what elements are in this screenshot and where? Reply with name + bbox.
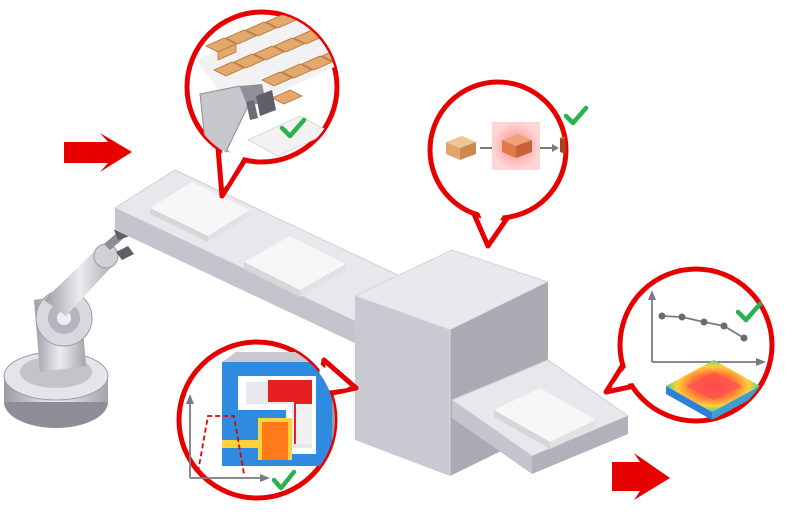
workpiece-plate: [244, 236, 346, 297]
temperature-heatmap-plate: [666, 360, 760, 420]
callout-gripper-inspection: [184, 9, 340, 199]
input-flow-arrow: [64, 133, 132, 172]
workpiece-plate: [494, 388, 596, 449]
callout-mold-cross-section: [176, 339, 359, 501]
green-check-icon: [563, 105, 589, 126]
raw-part: [446, 136, 476, 160]
green-check-icon: [271, 469, 297, 491]
callout-measurement-graph: [603, 266, 775, 424]
red-arrow-icon: [612, 453, 670, 500]
heated-part: [502, 134, 532, 158]
quality-trend-graph: [648, 290, 766, 366]
robot-arm: [3, 226, 134, 428]
robot-arm-icon: [3, 226, 134, 428]
output-conveyor: [450, 359, 630, 474]
output-flow-arrow: [612, 453, 670, 500]
green-check-icon: [279, 117, 307, 139]
finished-part: [560, 132, 566, 158]
workpiece-plate: [150, 182, 250, 242]
green-check-icon: [735, 301, 763, 323]
callout-process-stages: [427, 79, 589, 249]
red-arrow-icon: [64, 133, 132, 172]
pressure-graph: [186, 394, 270, 482]
